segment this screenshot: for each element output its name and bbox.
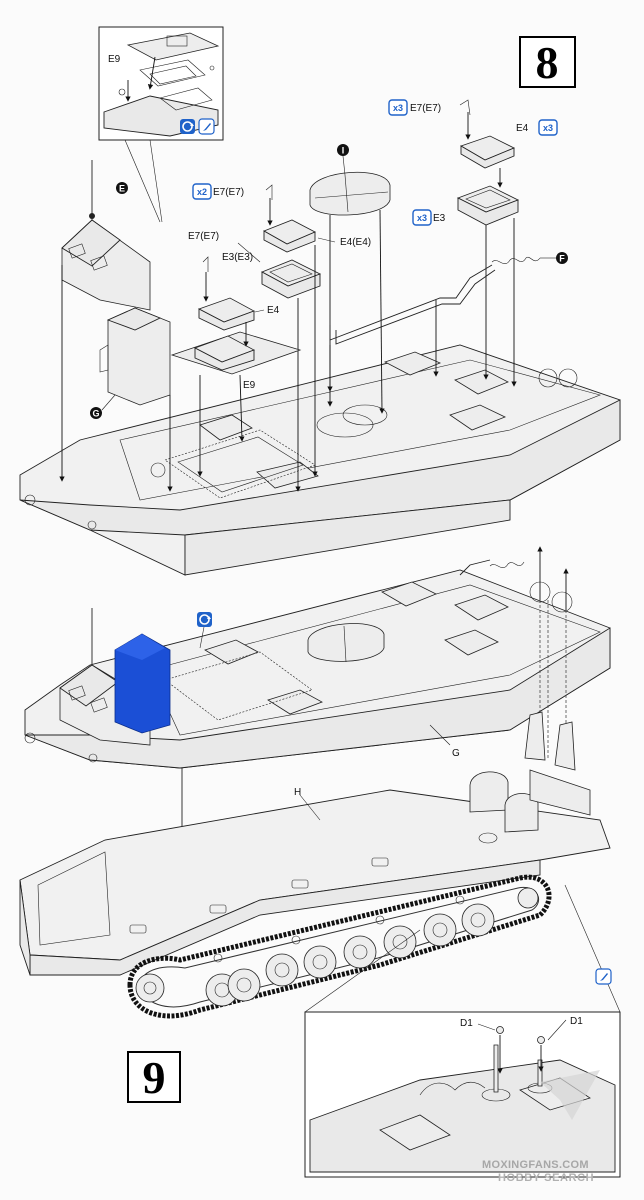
count-badge-x3-b: x3 bbox=[538, 119, 558, 136]
svg-text:x2: x2 bbox=[197, 187, 207, 197]
count-badge-x3-c: x3 bbox=[412, 209, 432, 226]
label-e7e7-top: E7(E7) bbox=[410, 103, 441, 114]
step-8-group: 8 E9 bbox=[19, 26, 621, 576]
part-g: G bbox=[90, 307, 173, 492]
label-g-hull: G bbox=[452, 748, 460, 759]
glue-brush-icon bbox=[198, 118, 215, 135]
step-9-group: G bbox=[19, 546, 621, 1184]
label-e9-mid: E9 bbox=[243, 380, 256, 391]
hull-h: H bbox=[19, 711, 611, 976]
svg-text:x3: x3 bbox=[543, 123, 553, 133]
label-e3-right: E3 bbox=[433, 213, 446, 224]
label-e7e7-mid: E7(E7) bbox=[213, 187, 244, 198]
label-h-hull: H bbox=[294, 787, 301, 798]
step-9-number: 9 bbox=[143, 1052, 166, 1103]
count-badge-x3-a: x3 bbox=[388, 99, 408, 116]
svg-text:G: G bbox=[92, 409, 99, 419]
label-d1-left: D1 bbox=[460, 1018, 473, 1029]
label-d1-right: D1 bbox=[570, 1016, 583, 1027]
marker-i: I bbox=[337, 144, 349, 156]
flip-rotate-icon-step9 bbox=[197, 612, 212, 627]
hull-g-assembled: G bbox=[24, 559, 611, 769]
hull-step8 bbox=[19, 344, 621, 576]
marker-e: E bbox=[116, 182, 128, 194]
watermark: MOXINGFANS.COM HOBBY SEARCH bbox=[482, 1070, 600, 1184]
d1-detail-inset: D1 D1 MOXINGFANS.COM HOBBY SEARCH bbox=[304, 884, 621, 1184]
label-e4-left: E4 bbox=[267, 305, 280, 316]
flip-rotate-icon bbox=[180, 119, 195, 134]
step-8-box bbox=[519, 36, 576, 88]
label-e4-top: E4 bbox=[516, 123, 529, 134]
glue-brush-icon-step9 bbox=[595, 968, 612, 985]
stack-right bbox=[457, 99, 519, 387]
watermark-line1: MOXINGFANS.COM bbox=[482, 1159, 589, 1171]
label-e7e7-left: E7(E7) bbox=[188, 231, 219, 242]
inset-e9-label: E9 bbox=[108, 54, 121, 65]
step-9-box bbox=[127, 1051, 181, 1103]
svg-text:E: E bbox=[119, 184, 125, 194]
marker-f: F bbox=[556, 252, 568, 264]
step-8-number: 8 bbox=[536, 37, 559, 88]
svg-text:I: I bbox=[342, 146, 345, 156]
stack-left bbox=[170, 256, 302, 477]
part-f: F bbox=[327, 252, 568, 392]
svg-text:x3: x3 bbox=[417, 213, 427, 223]
label-e3e3: E3(E3) bbox=[222, 252, 253, 263]
cab-box: E bbox=[59, 160, 151, 482]
marker-g: G bbox=[90, 407, 102, 419]
watermark-line2: HOBBY SEARCH bbox=[498, 1172, 594, 1184]
e9-detail-inset: E9 bbox=[98, 26, 224, 141]
label-e4e4: E4(E4) bbox=[340, 237, 371, 248]
svg-text:F: F bbox=[559, 254, 565, 264]
count-badge-x2: x2 bbox=[192, 183, 212, 200]
svg-text:x3: x3 bbox=[393, 103, 403, 113]
stack-middle bbox=[261, 184, 321, 492]
